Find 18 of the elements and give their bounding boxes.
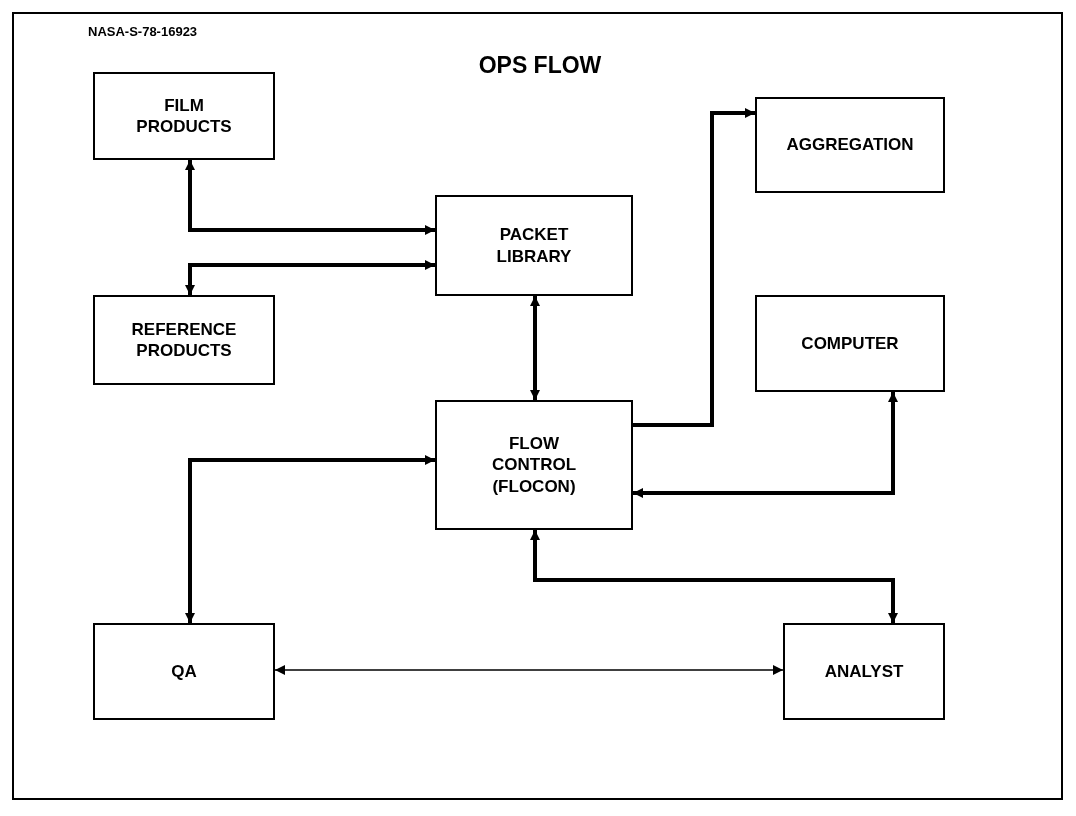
process-box: QA xyxy=(93,623,275,720)
process-box: COMPUTER xyxy=(755,295,945,392)
process-box: PACKET LIBRARY xyxy=(435,195,633,296)
arrow xyxy=(530,530,898,623)
figure-id: NASA-S-78-16923 xyxy=(88,23,198,41)
process-box: FILM PRODUCTS xyxy=(93,72,275,160)
arrow xyxy=(185,260,435,295)
process-box: ANALYST xyxy=(783,623,945,720)
arrow xyxy=(185,160,435,235)
arrow xyxy=(633,392,898,498)
process-box: AGGREGATION xyxy=(755,97,945,193)
title: OPS FLOW xyxy=(477,51,603,80)
arrow xyxy=(633,108,755,427)
process-box: REFERENCE PRODUCTS xyxy=(93,295,275,385)
arrow xyxy=(530,296,540,400)
arrow xyxy=(274,665,784,675)
process-box: FLOW CONTROL (FLOCON) xyxy=(435,400,633,530)
arrow xyxy=(185,455,435,623)
